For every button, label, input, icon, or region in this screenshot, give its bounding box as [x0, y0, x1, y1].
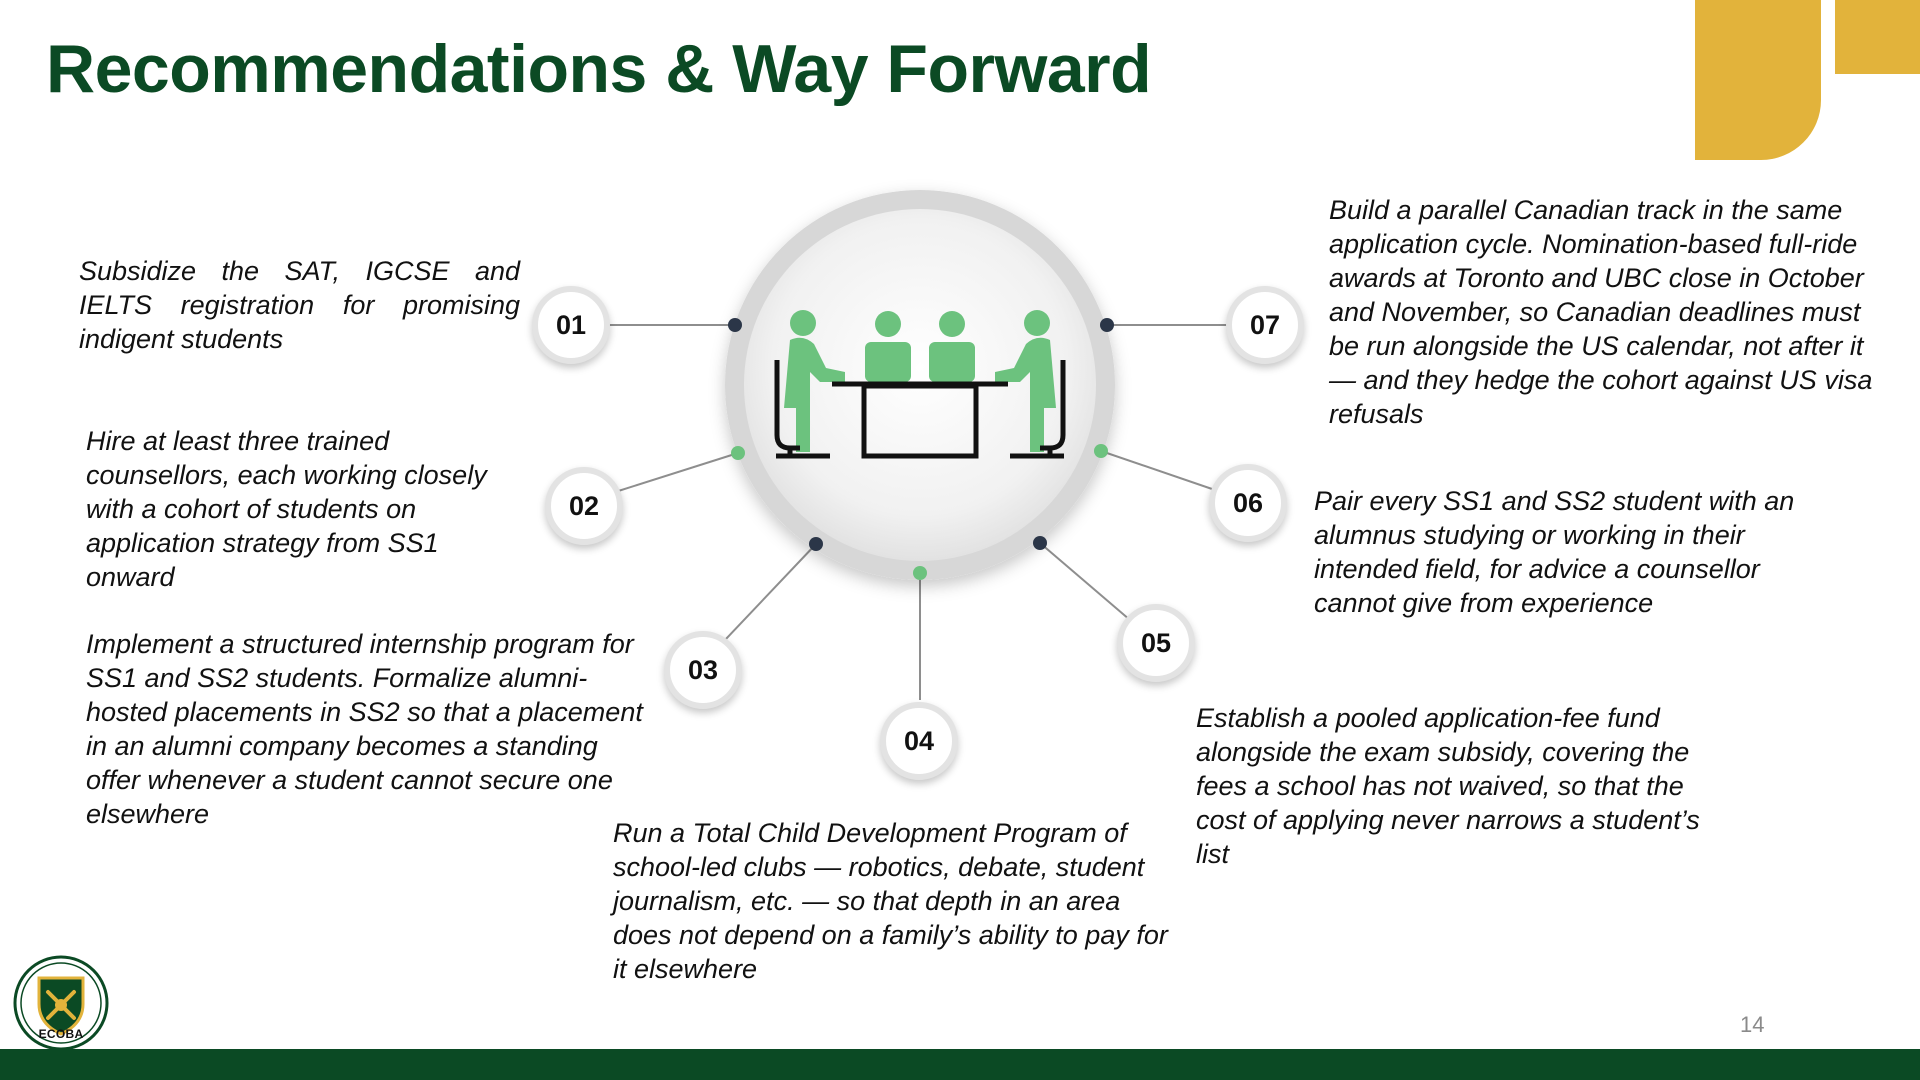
- dot-04: [913, 566, 927, 580]
- recommendation-02-text: Hire at least three trained counsellors,…: [86, 426, 487, 592]
- badge-06: 06: [1209, 464, 1287, 542]
- recommendation-03-text: Implement a structured internship progra…: [86, 629, 643, 829]
- connector-05: [1039, 542, 1131, 621]
- dot-02: [731, 446, 745, 460]
- school-crest-icon: [13, 955, 109, 1051]
- recommendation-06-text: Pair every SS1 and SS2 student with an a…: [1314, 486, 1795, 618]
- decor-gold-bar-tall: [1695, 0, 1821, 160]
- footer-bar: [0, 1049, 1920, 1080]
- dot-06: [1094, 444, 1108, 458]
- badge-05: 05: [1117, 604, 1195, 682]
- meeting-table-icon: [774, 310, 1066, 459]
- badge-07: 07: [1226, 286, 1304, 364]
- badge-02: 02: [545, 467, 623, 545]
- badge-04: 04: [880, 702, 958, 780]
- recommendation-04-text: Run a Total Child Development Program of…: [613, 818, 1168, 984]
- page-number: 14: [1740, 1012, 1765, 1037]
- connector-03: [724, 543, 817, 641]
- logo-text: ECOBA: [38, 1027, 84, 1041]
- recommendation-07-text: Build a parallel Canadian track in the s…: [1329, 195, 1873, 429]
- recommendation-05-text: Establish a pooled application-fee fund …: [1196, 703, 1700, 869]
- dot-05: [1033, 536, 1047, 550]
- decor-gold-bar-short: [1835, 0, 1920, 74]
- connector-06: [1100, 450, 1216, 491]
- connector-02: [611, 452, 739, 494]
- recommendation-01-text: Subsidize the SAT, IGCSE and IELTS regis…: [79, 256, 520, 354]
- dot-01: [728, 318, 742, 332]
- page-title: Recommendations & Way Forward: [46, 31, 1152, 107]
- connector-dots: [728, 318, 1114, 580]
- badge-01: 01: [532, 286, 610, 364]
- connector-lines: [605, 324, 1235, 700]
- badge-03: 03: [664, 631, 742, 709]
- dot-07: [1100, 318, 1114, 332]
- dot-03: [809, 537, 823, 551]
